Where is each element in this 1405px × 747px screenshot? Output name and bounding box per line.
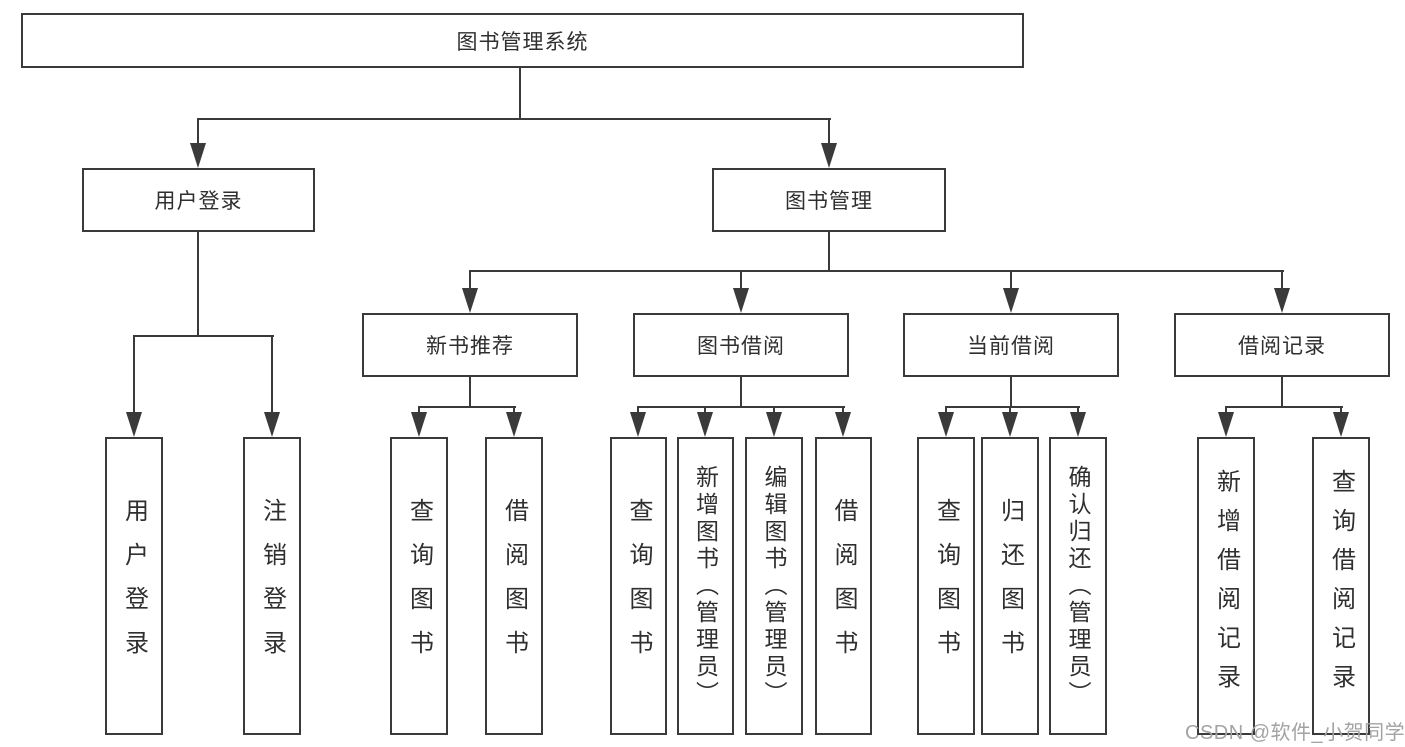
leaf-borrow-books-1: 借阅图书 xyxy=(485,437,543,735)
connector-drop xyxy=(271,337,273,413)
connector-drop xyxy=(828,120,830,144)
connector-new-book-drop xyxy=(469,377,471,407)
arrow-down-icon xyxy=(630,412,646,437)
connector-book-mgmt-drop xyxy=(828,232,830,272)
leaf-borrow-books-2: 借阅图书 xyxy=(815,437,872,735)
node-user-login: 用户登录 xyxy=(82,168,315,232)
arrow-down-icon xyxy=(1003,288,1019,313)
arrow-down-icon xyxy=(1002,412,1018,437)
connector-drop xyxy=(740,272,742,289)
arrow-down-icon xyxy=(264,412,280,437)
node-borrow-records: 借阅记录 xyxy=(1174,313,1390,377)
arrow-down-icon xyxy=(1218,412,1234,437)
connector-drop xyxy=(469,272,471,289)
arrow-down-icon xyxy=(462,288,478,313)
leaf-query-books-1: 查询图书 xyxy=(390,437,448,735)
connector-drop xyxy=(1009,408,1011,413)
connector-drop xyxy=(1225,408,1227,413)
connector-drop xyxy=(1340,408,1342,413)
arrow-down-icon xyxy=(1274,288,1290,313)
node-root: 图书管理系统 xyxy=(21,13,1024,68)
connector-drop xyxy=(773,408,775,413)
arrow-down-icon xyxy=(411,412,427,437)
connector-drop xyxy=(1077,408,1079,413)
connector-book-borrow-drop xyxy=(740,377,742,407)
connector-drop xyxy=(418,408,420,413)
arrow-down-icon xyxy=(938,412,954,437)
connector-borrow-records-rail xyxy=(1225,406,1343,408)
connector-drop xyxy=(133,337,135,413)
connector-drop xyxy=(513,408,515,413)
connector-drop xyxy=(1281,272,1283,289)
connector-current-borrow-drop xyxy=(1010,377,1012,407)
arrow-down-icon xyxy=(697,412,713,437)
leaf-user-login: 用户登录 xyxy=(105,437,163,735)
leaf-confirm-return-admin: 确认归还（管理员） xyxy=(1049,437,1107,735)
leaf-logout: 注销登录 xyxy=(243,437,301,735)
node-book-borrow: 图书借阅 xyxy=(633,313,849,377)
arrow-down-icon xyxy=(1070,412,1086,437)
arrow-down-icon xyxy=(766,412,782,437)
node-new-book-recommend: 新书推荐 xyxy=(362,313,578,377)
node-book-management: 图书管理 xyxy=(712,168,946,232)
leaf-edit-book-admin: 编辑图书（管理员） xyxy=(745,437,803,735)
connector-new-book-rail xyxy=(418,406,516,408)
arrow-down-icon xyxy=(733,288,749,313)
leaf-return-book: 归还图书 xyxy=(981,437,1039,735)
arrow-down-icon xyxy=(1333,412,1349,437)
connector-root-drop xyxy=(519,68,521,119)
connector-book-borrow-rail xyxy=(637,406,845,408)
arrow-down-icon xyxy=(190,143,206,168)
leaf-query-books-3: 查询图书 xyxy=(917,437,975,735)
connector-borrow-records-drop xyxy=(1281,377,1283,407)
leaf-add-borrow-record: 新增借阅记录 xyxy=(1197,437,1255,735)
leaf-query-borrow-record: 查询借阅记录 xyxy=(1312,437,1370,735)
connector-current-borrow-rail xyxy=(945,406,1080,408)
leaf-query-books-2: 查询图书 xyxy=(610,437,667,735)
connector-user-login-rail xyxy=(133,335,274,337)
connector-drop xyxy=(945,408,947,413)
connector-drop xyxy=(1010,272,1012,289)
node-current-borrow: 当前借阅 xyxy=(903,313,1119,377)
connector-user-login-drop xyxy=(197,232,199,337)
connector-drop xyxy=(704,408,706,413)
arrow-down-icon xyxy=(835,412,851,437)
arrow-down-icon xyxy=(821,143,837,168)
leaf-add-book-admin: 新增图书（管理员） xyxy=(677,437,734,735)
connector-drop xyxy=(197,120,199,144)
arrow-down-icon xyxy=(126,412,142,437)
connector-drop xyxy=(637,408,639,413)
connector-root-rail xyxy=(197,118,831,120)
connector-book-mgmt-rail xyxy=(469,270,1284,272)
csdn-watermark: CSDN @软件_小贺同学 xyxy=(1185,722,1405,744)
connector-drop xyxy=(842,408,844,413)
arrow-down-icon xyxy=(506,412,522,437)
